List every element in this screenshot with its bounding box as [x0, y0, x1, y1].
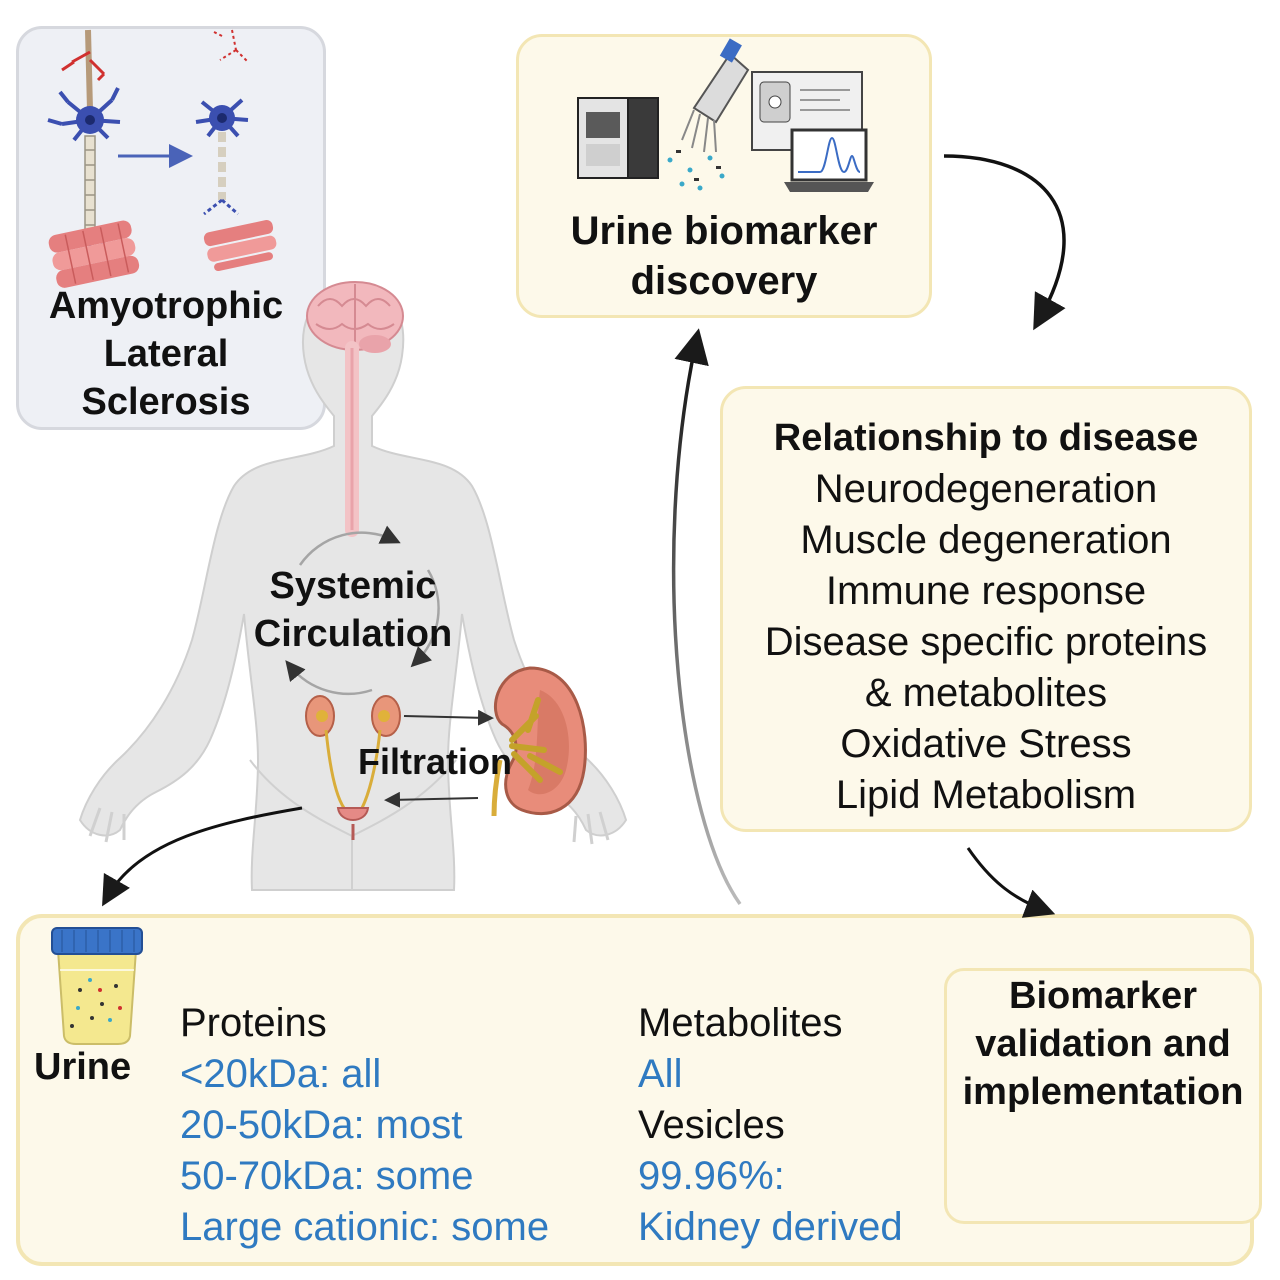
- to-discovery-arrow: [671, 328, 742, 906]
- metabolites-value: All: [638, 1052, 683, 1096]
- metabolites-column: Metabolites All Vesicles 99.96%: Kidney …: [638, 998, 903, 1253]
- vesicles-value: 99.96%:: [638, 1154, 785, 1198]
- validation-panel: [944, 968, 1262, 1224]
- discovery-line-2: discovery: [630, 259, 818, 303]
- systemic-line-2: Circulation: [253, 613, 453, 655]
- relationship-title: Relationship to disease: [773, 417, 1199, 459]
- protein-item: 20-50kDa: most: [180, 1103, 463, 1147]
- vesicles-title: Vesicles: [638, 1103, 785, 1147]
- relationship-item: Oxidative Stress: [840, 722, 1132, 766]
- systemic-line-1: Systemic: [269, 565, 437, 607]
- relationship-panel: [720, 386, 1252, 832]
- als-label: Amyotrophic Lateral Sclerosis: [16, 282, 316, 426]
- mass-spectrometer-icon: [577, 97, 659, 179]
- laptop-chart-icon: [784, 128, 874, 192]
- systemic-circulation-label: Systemic Circulation: [226, 562, 480, 658]
- circulation-cycle-icon: [285, 525, 440, 696]
- als-line-3: Sclerosis: [81, 381, 251, 423]
- validation-line-1: Biomarker: [1009, 975, 1197, 1017]
- urine-cup-icon: [51, 927, 143, 1045]
- relationship-content: Relationship to disease Neurodegeneratio…: [720, 412, 1252, 821]
- relationship-item: Disease specific proteins: [764, 620, 1208, 664]
- validation-line-3: implementation: [962, 1071, 1244, 1113]
- als-line-2: Lateral: [103, 333, 229, 375]
- filtration-label: Filtration: [358, 741, 512, 782]
- vesicles-value: Kidney derived: [638, 1205, 903, 1249]
- neuron-healthy-icon: [47, 29, 140, 288]
- relationship-item: Muscle degeneration: [800, 518, 1172, 562]
- to-kidney-arrow: [403, 709, 494, 726]
- urine-label: Urine: [34, 1046, 132, 1088]
- to-urine-arrow: [102, 806, 303, 907]
- protein-item: 50-70kDa: some: [180, 1154, 474, 1198]
- protein-item: <20kDa: all: [180, 1052, 382, 1096]
- protein-item: Large cationic: some: [180, 1205, 550, 1249]
- kidney-detail-icon: [491, 666, 587, 817]
- pipette-icon: [667, 38, 750, 191]
- relationship-item: Immune response: [825, 569, 1147, 613]
- metabolites-title: Metabolites: [638, 1001, 843, 1045]
- neuron-degenerated-icon: [195, 29, 277, 272]
- validation-line-2: validation and: [975, 1023, 1231, 1065]
- validation-label: Biomarker validation and implementation: [944, 972, 1262, 1116]
- proteins-column: Proteins <20kDa: all 20-50kDa: most 50-7…: [180, 998, 549, 1253]
- proteins-title: Proteins: [180, 1001, 327, 1045]
- to-relationship-arrow: [943, 154, 1066, 331]
- human-body-icon: [78, 284, 628, 891]
- als-line-1: Amyotrophic: [48, 285, 284, 327]
- relationship-item: Neurodegeneration: [814, 467, 1158, 511]
- to-validation-arrow: [966, 847, 1056, 918]
- discovery-label: Urine biomarker discovery: [516, 206, 932, 306]
- urinary-system-icon: [305, 695, 401, 840]
- als-panel: [16, 26, 326, 430]
- relationship-item: & metabolites: [864, 671, 1108, 715]
- relationship-item: Lipid Metabolism: [835, 773, 1137, 817]
- from-kidney-arrow: [384, 791, 479, 808]
- discovery-line-1: Urine biomarker: [570, 209, 878, 253]
